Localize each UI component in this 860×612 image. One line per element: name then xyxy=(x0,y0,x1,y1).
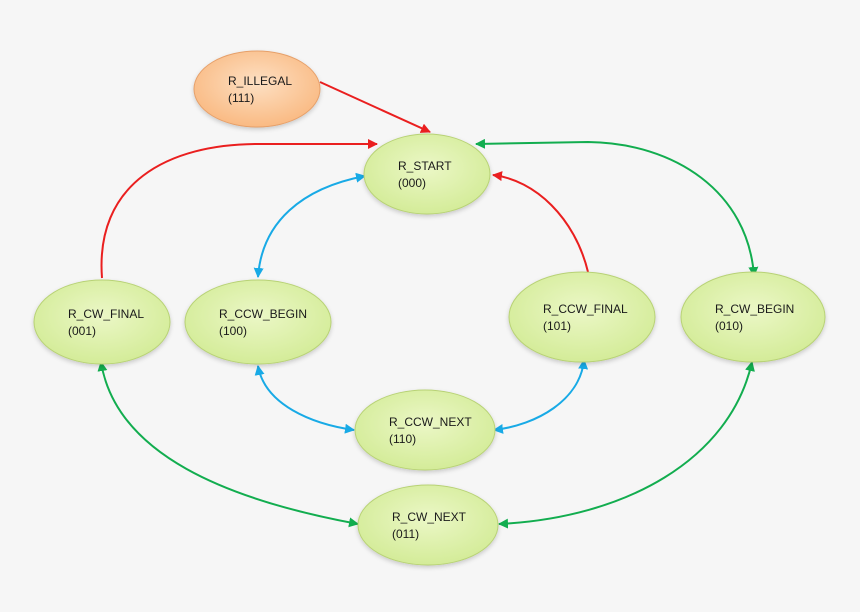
edge-r-illegal-to-r-start xyxy=(319,81,431,133)
state-name-label: R_CW_BEGIN xyxy=(715,302,794,316)
state-name-label: R_CW_NEXT xyxy=(392,510,467,524)
edge-r-start-to-r-cw-begin xyxy=(475,138,759,277)
edge-r-cw-next-to-r-cw-begin xyxy=(498,361,755,529)
state-name-label: R_CCW_BEGIN xyxy=(219,307,307,321)
state-code-label: (100) xyxy=(219,324,247,338)
edge-r-cw-final-to-r-start xyxy=(100,139,378,279)
state-ellipse xyxy=(354,389,496,471)
state-name-label: R_CW_FINAL xyxy=(68,307,144,321)
state-node-r-illegal: R_ILLEGAL (111) xyxy=(193,50,321,128)
state-node-r-cw-final: R_CW_FINAL (001) xyxy=(33,279,171,365)
state-node-r-ccw-final: R_CCW_FINAL (101) xyxy=(508,271,656,363)
state-name-label: R_CCW_NEXT xyxy=(389,415,472,429)
state-name-label: R_CCW_FINAL xyxy=(543,302,628,316)
state-ellipse xyxy=(508,271,656,363)
edge-r-cw-final-to-r-cw-next xyxy=(97,361,359,528)
state-code-label: (101) xyxy=(543,319,571,333)
state-code-label: (000) xyxy=(398,176,426,190)
edge-r-ccw-begin-to-r-ccw-next xyxy=(254,365,355,434)
edges xyxy=(97,81,759,529)
state-code-label: (010) xyxy=(715,319,743,333)
state-code-label: (110) xyxy=(389,432,416,446)
state-node-r-ccw-next: R_CCW_NEXT (110) xyxy=(354,389,496,471)
state-ellipse xyxy=(680,271,826,363)
state-ellipse xyxy=(357,484,499,566)
state-code-label: (011) xyxy=(392,527,419,541)
state-code-label: (001) xyxy=(68,324,96,338)
state-node-r-cw-begin: R_CW_BEGIN (010) xyxy=(680,271,826,363)
state-node-r-ccw-begin: R_CCW_BEGIN (100) xyxy=(184,279,332,365)
state-node-r-cw-next: R_CW_NEXT (011) xyxy=(357,484,499,566)
state-ellipse xyxy=(363,133,491,215)
state-name-label: R_ILLEGAL xyxy=(228,74,292,88)
state-ellipse xyxy=(193,50,321,128)
state-ellipse xyxy=(33,279,171,365)
nodes: R_ILLEGAL (111) R_START (000) R_CW_FINAL (001… xyxy=(33,50,826,566)
edge-r-start-to-r-ccw-begin xyxy=(253,172,366,278)
state-ellipse xyxy=(184,279,332,365)
state-node-r-start: R_START (000) xyxy=(363,133,491,215)
edge-r-ccw-final-to-r-start xyxy=(492,171,589,273)
state-name-label: R_START xyxy=(398,159,452,173)
edge-r-ccw-next-to-r-ccw-final xyxy=(493,359,589,434)
state-code-label: (111) xyxy=(228,91,254,105)
